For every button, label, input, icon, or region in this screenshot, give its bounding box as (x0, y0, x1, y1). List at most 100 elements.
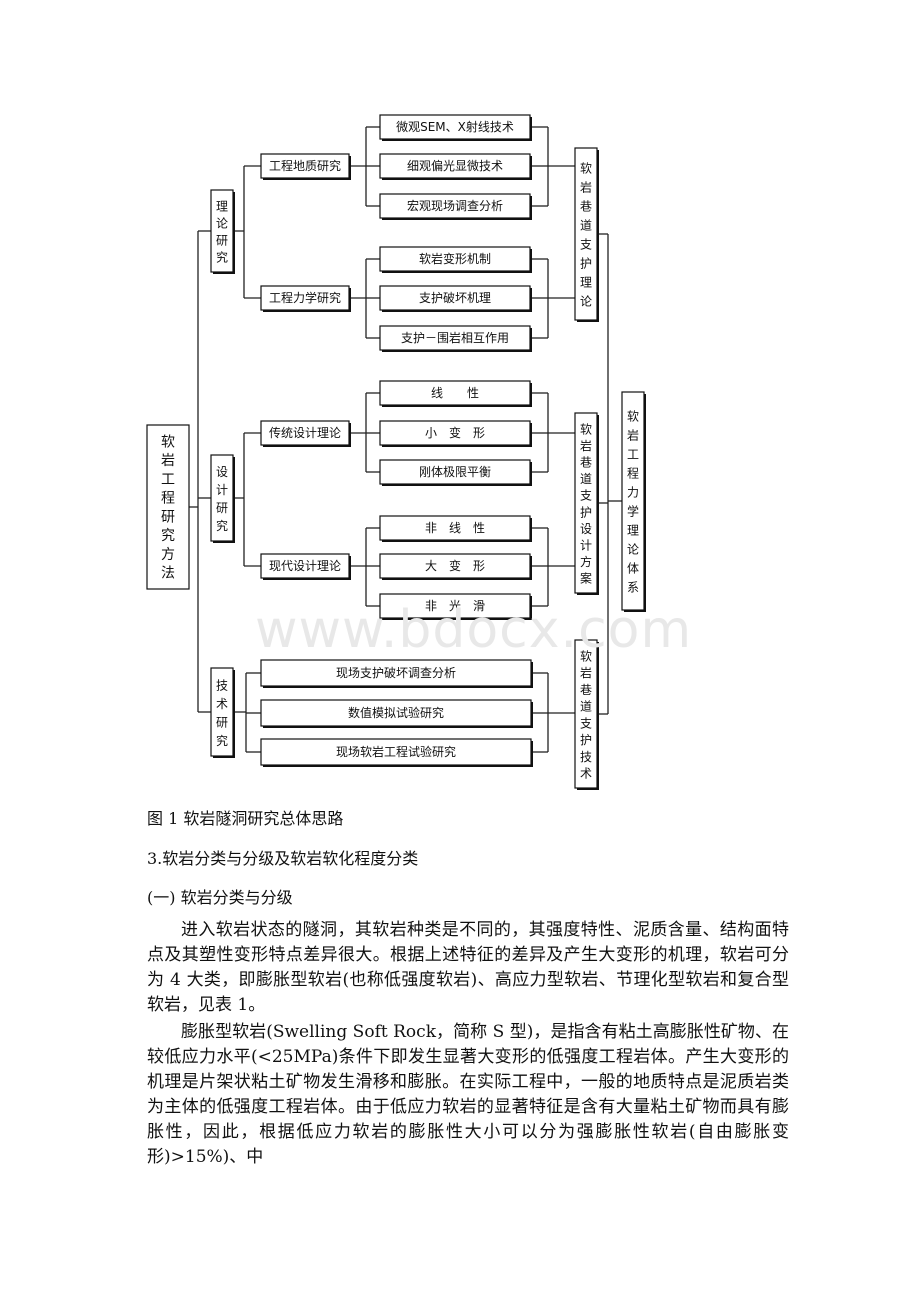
box-frame (210, 667, 234, 757)
box-label-char: 究 (216, 250, 228, 265)
mid-box-geo: 工程地质研究 (260, 153, 351, 180)
box-label: 现场支护破坏调查分析 (336, 665, 456, 680)
box-label: 工程地质研究 (269, 158, 341, 173)
box-frame (260, 285, 350, 311)
box-frame (379, 114, 531, 140)
box-label-char: 研 (216, 715, 228, 729)
box-label-char: 体 (627, 562, 639, 576)
box-label-char: 护 (580, 257, 592, 271)
box-label: 宏观现场调查分析 (407, 198, 503, 213)
box-label-char: 计 (216, 483, 228, 497)
box-frame (574, 412, 598, 594)
box-label: 工程力学研究 (269, 290, 341, 305)
box-label-char: 工 (161, 472, 175, 488)
box-label-char: 设 (580, 522, 592, 536)
mid-box-modern: 现代设计理论 (260, 553, 351, 580)
box-label-char: 技 (216, 678, 228, 692)
box-label-char: 术 (216, 697, 228, 711)
box-label: 支护－围岩相互作用 (401, 330, 509, 345)
box-frame (379, 459, 531, 485)
box-label-char: 计 (580, 539, 592, 553)
box-frame (260, 738, 532, 766)
paragraph-1: 进入软岩状态的隧洞，其软岩种类是不同的，其强度特性、泥质含量、结构面特点及其塑性… (147, 920, 789, 1015)
leaf-box-modern-2: 大 变 形 (379, 553, 532, 580)
box-frame (260, 420, 350, 446)
box-label: 大 变 形 (425, 558, 485, 573)
box-label-char: 理 (627, 524, 639, 538)
box-label: 刚体极限平衡 (419, 465, 491, 479)
box-label-char: 道 (580, 219, 592, 233)
box-frame (379, 246, 531, 272)
leaf-box-mech-1: 软岩变形机制 (379, 246, 532, 273)
mid-box-trad: 传统设计理论 (260, 420, 351, 447)
leaf-box-modern-3: 非 光 滑 (379, 593, 532, 620)
leaf-box-tech-3: 现场软岩工程试验研究 (260, 738, 533, 767)
leaf-box-mech-2: 支护破坏机理 (379, 285, 532, 312)
leaf-box-trad-2: 小 变 形 (379, 420, 532, 447)
leaf-box-trad-1: 线 性 (379, 380, 532, 407)
box-label-char: 软 (580, 422, 592, 436)
box-label-char: 岩 (580, 438, 592, 453)
box-label: 传统设计理论 (269, 425, 341, 440)
box-frame (574, 147, 598, 321)
box-frame (379, 515, 531, 541)
box-label: 非 线 性 (425, 521, 485, 535)
leaf-box-tech-1: 现场支护破坏调查分析 (260, 659, 533, 688)
box-label-char: 护 (580, 505, 592, 519)
box-label-char: 方 (580, 554, 592, 569)
box-label-char: 道 (580, 472, 592, 486)
box-label: 微观SEM、X射线技术 (396, 119, 514, 134)
box-label-char: 软 (580, 162, 592, 176)
box-label-char: 法 (161, 566, 175, 582)
box-label-char: 护 (580, 733, 592, 747)
box-frame (260, 153, 350, 179)
box-frame (379, 193, 531, 219)
figure-caption: 图 1 软岩隧洞研究总体思路 (147, 809, 344, 828)
box-label-char: 程 (161, 491, 175, 507)
box-label-char: 程 (627, 466, 639, 481)
box-label-char: 道 (580, 700, 592, 714)
box-label-char: 研 (161, 509, 175, 525)
box-frame (379, 325, 531, 351)
box-label: 线 性 (431, 386, 479, 400)
box-label-char: 术 (580, 767, 592, 781)
box-label: 非 光 滑 (425, 599, 485, 613)
box-label-char: 巷 (580, 683, 592, 697)
box-label-char: 巷 (580, 200, 592, 214)
box-label: 细观偏光显微技术 (407, 158, 503, 173)
box-label-char: 论 (627, 543, 639, 557)
box-frame (260, 659, 532, 687)
watermark: www.bdocx.com (255, 600, 693, 660)
box-label-char: 理 (216, 200, 228, 214)
box-label-char: 岩 (580, 665, 592, 680)
box-label-char: 岩 (627, 428, 639, 443)
leaf-box-modern-1: 非 线 性 (379, 515, 532, 542)
leaf-box-geo-1: 微观SEM、X射线技术 (379, 114, 532, 141)
box-label-char: 究 (216, 518, 228, 533)
box-label: 现代设计理论 (269, 559, 341, 573)
box-label: 小 变 形 (425, 425, 485, 440)
box-label: 软岩变形机制 (419, 251, 491, 266)
paragraph-2: 膨胀型软岩(Swelling Soft Rock，简称 S 型)，是指含有粘土高… (147, 1022, 789, 1167)
leaf-box-geo-3: 宏观现场调查分析 (379, 193, 532, 220)
box-frame (260, 553, 350, 579)
box-frame (379, 285, 531, 311)
box-frame (210, 189, 234, 273)
section-heading: 3.软岩分类与分级及软岩软化程度分类 (147, 849, 419, 868)
box-label-char: 支 (580, 716, 592, 730)
box-frame (260, 699, 532, 727)
box-label-char: 巷 (580, 456, 592, 470)
box-label: 数值模拟试验研究 (348, 705, 444, 720)
leaf-box-tech-2: 数值模拟试验研究 (260, 699, 533, 728)
box-label-char: 研 (216, 501, 228, 515)
box-label-char: 岩 (161, 453, 175, 469)
box-label-char: 究 (161, 528, 175, 544)
leaf-box-trad-3: 刚体极限平衡 (379, 459, 532, 486)
flowchart-boxes: 软岩工程研究方法理论研究设计研究技术研究工程地质研究微观SEM、X射线技术细观偏… (146, 114, 646, 790)
box-label-char: 技 (580, 750, 592, 764)
box-label-char: 设 (216, 465, 228, 479)
